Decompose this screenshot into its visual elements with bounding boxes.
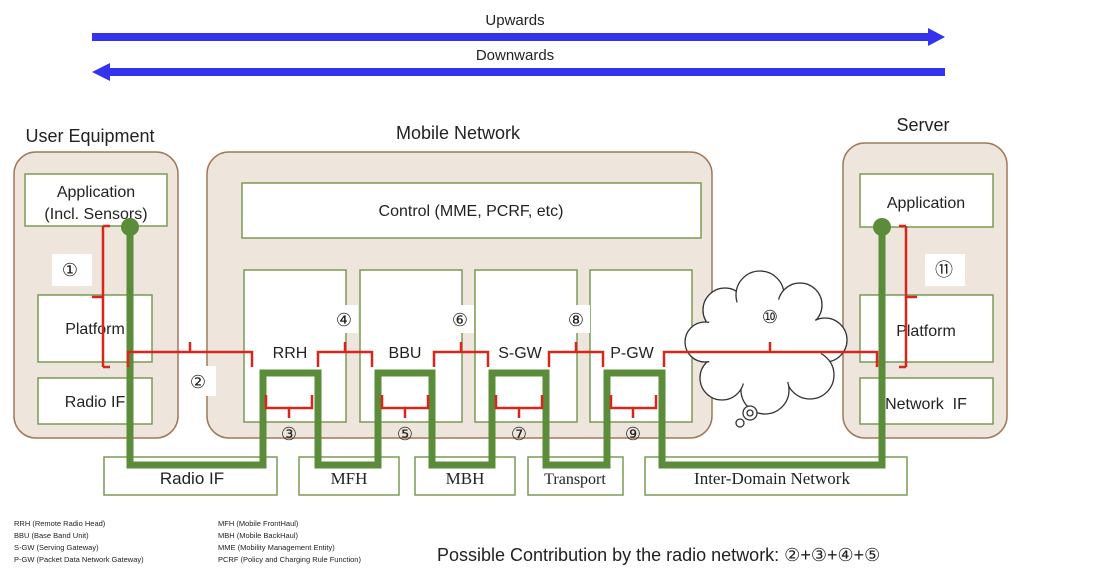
legend-item: BBU (Base Band Unit)	[14, 531, 89, 540]
server-network-if-label: Network IF	[885, 396, 967, 413]
legend-item: MME (Mobility Management Entity)	[218, 543, 335, 552]
marker-8: ⑧	[568, 310, 584, 330]
legend-item: MBH (Mobile BackHaul)	[218, 531, 299, 540]
mfh-label: MFH	[331, 469, 368, 488]
number-markers: ① ② ④ ⑥ ⑧ ⑩ ③ ⑤ ⑦ ⑨ ⑪	[52, 254, 965, 444]
mbh-label: MBH	[446, 469, 485, 488]
mobile-network-title: Mobile Network	[396, 123, 521, 143]
ue-radio-if-label: Radio IF	[65, 394, 126, 411]
control-label: Control (MME, PCRF, etc)	[379, 203, 564, 220]
server-endpoint-dot	[873, 218, 891, 236]
ue-application-label: Application	[57, 184, 135, 201]
contribution-note: Possible Contribution by the radio netwo…	[437, 545, 880, 565]
control-box	[241, 182, 702, 239]
ue-application-box	[24, 173, 168, 227]
marker-10: ⑩	[762, 307, 778, 327]
legend-item: PCRF (Policy and Charging Rule Function)	[218, 555, 361, 564]
server-application-label: Application	[887, 195, 965, 212]
transport-label: Transport	[544, 471, 606, 488]
marker-3: ③	[281, 424, 297, 444]
marker-2: ②	[190, 372, 206, 392]
legend-left: RRH (Remote Radio Head) BBU (Base Band U…	[14, 519, 144, 564]
upwards-label: Upwards	[485, 12, 544, 29]
bbu-label: BBU	[389, 345, 422, 362]
marker-1: ①	[62, 260, 78, 280]
latency-brackets	[92, 224, 917, 418]
rrh-label: RRH	[273, 345, 308, 362]
marker-5: ⑤	[397, 424, 413, 444]
radio-if-link-label: Radio IF	[160, 469, 224, 488]
legend-item: MFH (Mobile FrontHaul)	[218, 519, 299, 528]
downwards-label: Downwards	[476, 47, 554, 64]
inter-domain-network-label: Inter-Domain Network	[694, 469, 850, 488]
pgw-label: P-GW	[610, 345, 654, 362]
marker-6: ⑥	[452, 310, 468, 330]
server-platform-label: Platform	[896, 323, 956, 340]
upwards-arrow	[92, 28, 945, 46]
downwards-arrow	[92, 63, 945, 81]
ue-application-sub: (Incl. Sensors)	[44, 206, 147, 223]
ue-platform-label: Platform	[65, 321, 125, 338]
marker-11: ⑪	[935, 260, 953, 280]
marker-4: ④	[336, 310, 352, 330]
legend-item: S-GW (Serving Gateway)	[14, 543, 99, 552]
server-title: Server	[896, 115, 949, 135]
ue-endpoint-dot	[121, 218, 139, 236]
legend-right: MFH (Mobile FrontHaul) MBH (Mobile BackH…	[218, 519, 361, 564]
legend-item: RRH (Remote Radio Head)	[14, 519, 106, 528]
marker-7: ⑦	[511, 424, 527, 444]
marker-9: ⑨	[625, 424, 641, 444]
sgw-label: S-GW	[498, 345, 542, 362]
legend-item: P-GW (Packet Data Network Gateway)	[14, 555, 144, 564]
data-path	[126, 226, 886, 469]
user-equipment-title: User Equipment	[25, 126, 154, 146]
